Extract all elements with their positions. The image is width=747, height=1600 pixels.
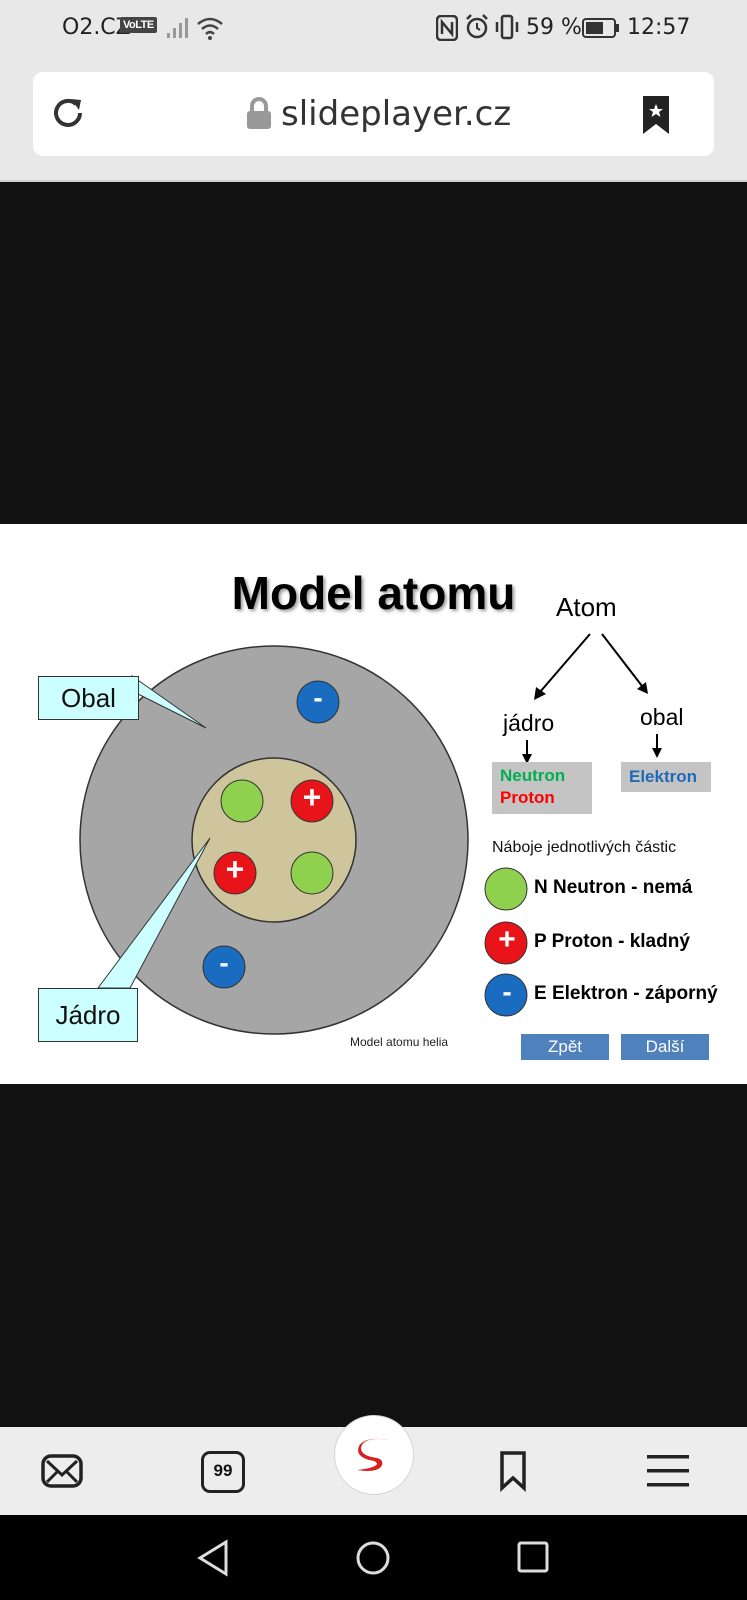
recents-nav-icon[interactable] [516, 1540, 550, 1574]
battery-icon [582, 18, 619, 38]
url-text[interactable]: slideplayer.cz [281, 94, 512, 134]
address-bar[interactable]: slideplayer.cz [33, 72, 714, 156]
volte-badge: VoLTE [120, 17, 157, 33]
proton-particle [213, 851, 257, 895]
neutron-particle [220, 779, 264, 823]
mail-icon[interactable] [41, 1453, 83, 1491]
legend-title: Náboje jednotlivých částic [492, 839, 677, 856]
proton-plus-label: + [225, 851, 245, 887]
lock-icon [247, 97, 271, 129]
status-bar: O2.CZ VoLTE 59 % 12:57 [0, 0, 747, 56]
bookmark-star-icon[interactable] [641, 94, 671, 136]
reload-icon[interactable] [51, 96, 87, 132]
legend-item-electron: E Elektron - záporný [534, 983, 718, 1004]
home-nav-icon[interactable] [355, 1540, 391, 1576]
address-bar-area: slideplayer.cz [0, 56, 747, 180]
menu-icon[interactable] [647, 1453, 689, 1489]
clock: 12:57 [627, 15, 691, 40]
slide: Model atomu + + - - Obal J [0, 524, 747, 1084]
seznam-logo-icon [357, 1438, 389, 1471]
wifi-icon [197, 17, 223, 40]
nfc-icon [436, 15, 458, 41]
next-button[interactable]: Další [621, 1034, 709, 1060]
electron-particle [202, 945, 246, 989]
tree-root: Atom [556, 592, 617, 622]
electron-particle [296, 680, 340, 724]
electron-minus-label: - [313, 682, 323, 713]
nucleus-callout: Jádro [38, 988, 138, 1042]
slide-title: Model atomu [231, 567, 516, 619]
atom-diagram [79, 633, 662, 1035]
neutron-particle [290, 851, 334, 895]
battery-percent: 59 % [526, 15, 582, 40]
home-button[interactable] [334, 1415, 414, 1495]
shell-particles-box: Elektron [621, 762, 711, 792]
legend-plus-symbol: + [498, 923, 516, 956]
bookmark-icon[interactable] [499, 1450, 527, 1492]
browser-toolbar: 99 [0, 1415, 747, 1515]
tabs-count: 99 [213, 1461, 233, 1480]
vibrate-icon [495, 14, 519, 40]
electron-label: Elektron [629, 767, 698, 786]
signal-icon [167, 18, 188, 38]
legend-item-neutron: N Neutron - nemá [534, 877, 693, 898]
legend-item-proton: P Proton - kladný [534, 931, 690, 952]
electron-minus-label: - [219, 947, 229, 978]
back-nav-icon[interactable] [196, 1539, 230, 1577]
nucleus-particles-box: Neutron Proton [492, 762, 592, 814]
tree-left-branch: jádro [503, 710, 555, 736]
shell-callout: Obal [38, 676, 139, 720]
tabs-button[interactable]: 99 [201, 1451, 245, 1493]
back-button[interactable]: Zpět [521, 1034, 609, 1060]
neutron-label: Neutron [500, 766, 566, 785]
alarm-icon [466, 14, 488, 39]
proton-particle [290, 779, 334, 823]
tree-right-branch: obal [640, 704, 684, 730]
slide-caption: Model atomu helia [350, 1035, 449, 1049]
proton-label: Proton [500, 788, 555, 807]
legend-minus-symbol: - [502, 976, 512, 1007]
carrier-name: O2.CZ [62, 15, 131, 40]
proton-plus-label: + [302, 779, 322, 815]
system-navigation-bar [0, 1515, 747, 1600]
